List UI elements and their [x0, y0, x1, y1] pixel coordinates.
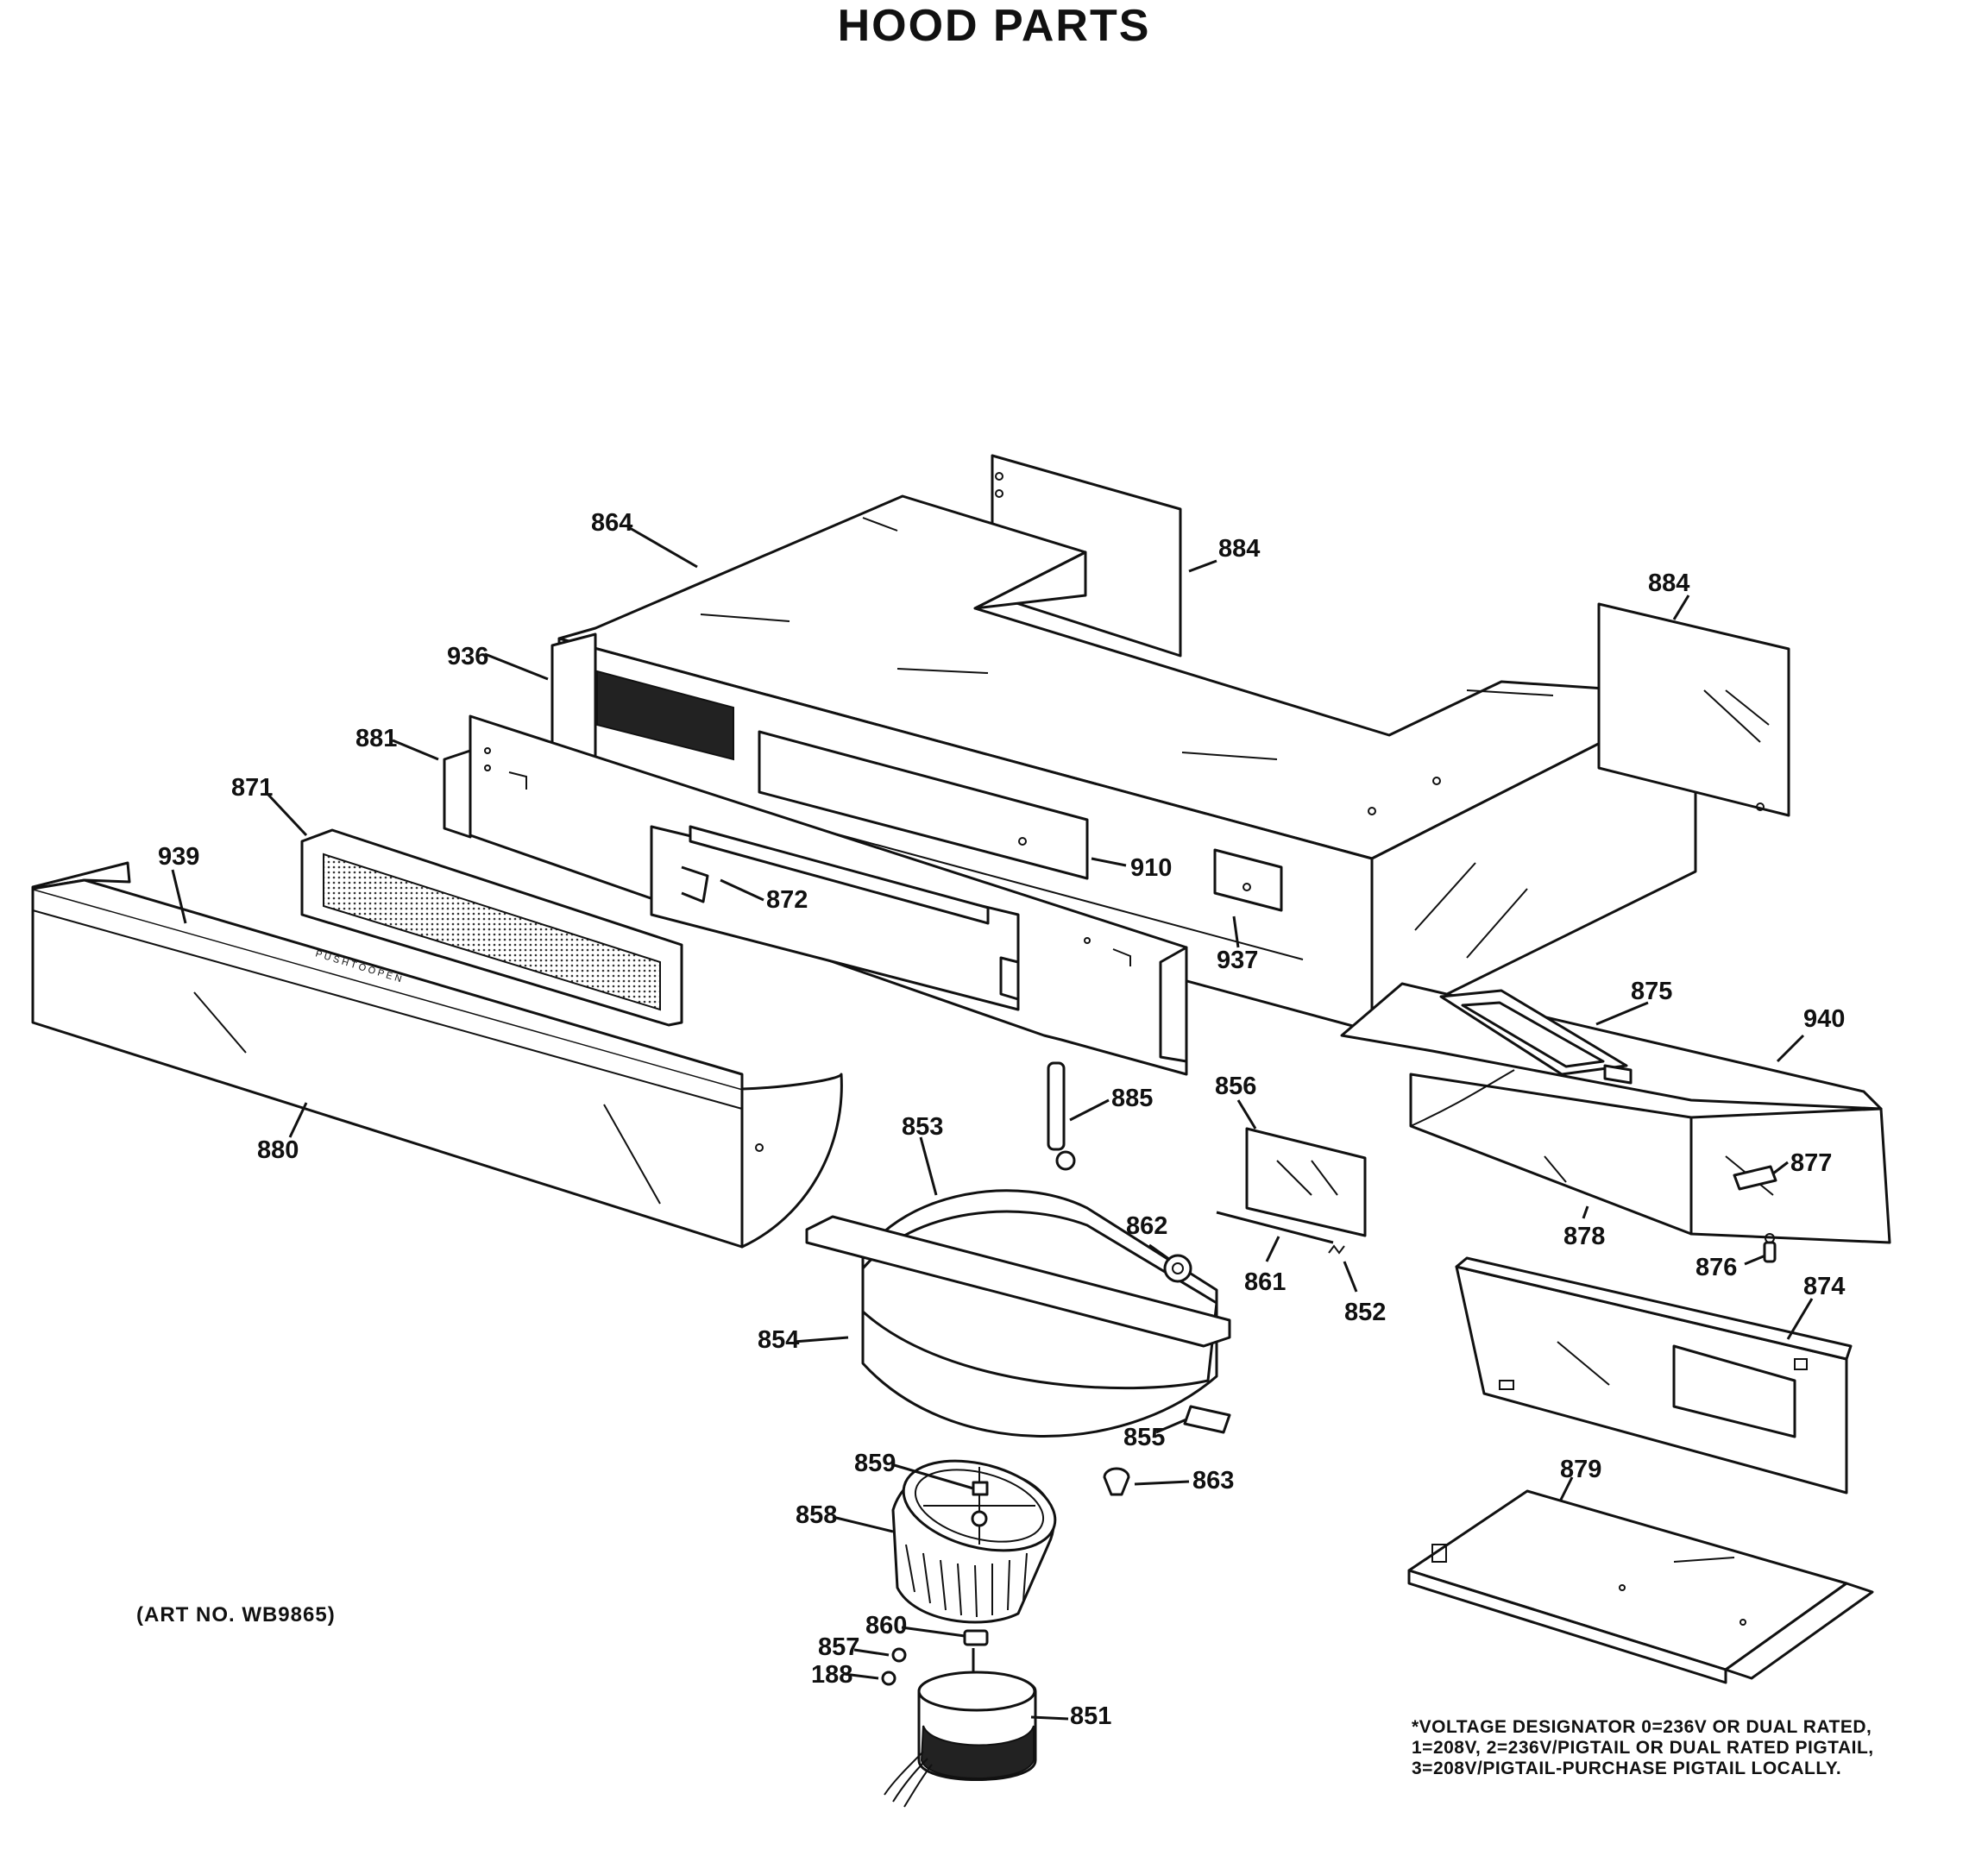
callout-884-b: 884 — [1648, 569, 1689, 597]
art-number: (ART NO. WB9865) — [136, 1603, 336, 1627]
callout-874: 874 — [1803, 1273, 1845, 1300]
voltage-note-line: 1=208V, 2=236V/PIGTAIL OR DUAL RATED PIG… — [1412, 1738, 1874, 1758]
part-851-motor — [884, 1648, 1037, 1808]
part-860-hub — [963, 1629, 989, 1646]
callout-878: 878 — [1563, 1223, 1605, 1250]
callout-856: 856 — [1215, 1073, 1256, 1100]
callout-861: 861 — [1244, 1268, 1286, 1296]
part-880-front-panel — [31, 861, 843, 1249]
part-188-nut — [881, 1671, 896, 1686]
callout-877: 877 — [1790, 1149, 1832, 1177]
callout-864: 864 — [591, 509, 632, 537]
callout-879: 879 — [1560, 1456, 1601, 1483]
callout-863: 863 — [1192, 1467, 1234, 1494]
callout-871: 871 — [231, 774, 273, 802]
page-title: HOOD PARTS — [837, 1, 1151, 51]
callout-937: 937 — [1217, 947, 1258, 974]
callout-876: 876 — [1695, 1254, 1737, 1281]
callout-851: 851 — [1070, 1702, 1111, 1730]
callout-852: 852 — [1344, 1299, 1386, 1326]
part-874-mount-bracket — [1455, 1256, 1853, 1494]
part-853-mount-rail — [805, 1215, 1231, 1348]
callout-910: 910 — [1130, 854, 1172, 882]
part-940-duct-housing — [1340, 982, 1891, 1244]
callout-859: 859 — [854, 1450, 896, 1477]
part-910-bracket — [650, 825, 1020, 1011]
part-858-blower-wheel — [891, 1459, 1057, 1624]
leader-lines — [171, 526, 1814, 1721]
callout-875: 875 — [1631, 978, 1672, 1005]
part-864-hood-body — [550, 494, 1697, 1033]
part-879-bottom-cover — [1407, 1489, 1874, 1684]
callout-853: 853 — [902, 1113, 943, 1141]
part-937-bracket — [1213, 848, 1283, 912]
callout-862: 862 — [1126, 1212, 1167, 1240]
callout-858: 858 — [796, 1501, 837, 1529]
part-861-rod — [1216, 1211, 1334, 1244]
voltage-note-line: 3=208V/PIGTAIL-PURCHASE PIGTAIL LOCALLY. — [1412, 1759, 1842, 1778]
callout-857: 857 — [818, 1633, 859, 1661]
callout-188: 188 — [811, 1661, 852, 1689]
part-885-switch — [1047, 1061, 1076, 1171]
part-871-grease-filter — [300, 828, 683, 1027]
part-857-washer — [891, 1647, 907, 1663]
part-884-side-panel — [1597, 602, 1790, 817]
callout-881: 881 — [355, 725, 397, 752]
callout-labels: 864 884 884 936 881 871 939 880 910 872 … — [158, 509, 1845, 1730]
part-855-bracket — [1183, 1405, 1231, 1434]
callout-939: 939 — [158, 843, 199, 871]
callout-855: 855 — [1123, 1424, 1165, 1451]
part-856-light-lens — [1245, 1127, 1367, 1237]
part-852-spring — [1328, 1244, 1345, 1255]
callout-884-a: 884 — [1218, 535, 1260, 563]
callout-854: 854 — [758, 1326, 799, 1354]
part-863-grommet — [1103, 1467, 1130, 1496]
callout-885: 885 — [1111, 1085, 1153, 1112]
part-876-bolt — [1763, 1233, 1777, 1263]
callout-872: 872 — [766, 886, 808, 914]
callout-936: 936 — [447, 643, 488, 670]
part-877-clip — [1733, 1165, 1777, 1191]
callout-940: 940 — [1803, 1005, 1845, 1033]
voltage-note-line: *VOLTAGE DESIGNATOR 0=236V OR DUAL RATED… — [1412, 1717, 1872, 1737]
callout-860: 860 — [865, 1612, 907, 1639]
voltage-designator-note: *VOLTAGE DESIGNATOR 0=236V OR DUAL RATED… — [1412, 1717, 1981, 1779]
callout-880: 880 — [257, 1136, 299, 1164]
